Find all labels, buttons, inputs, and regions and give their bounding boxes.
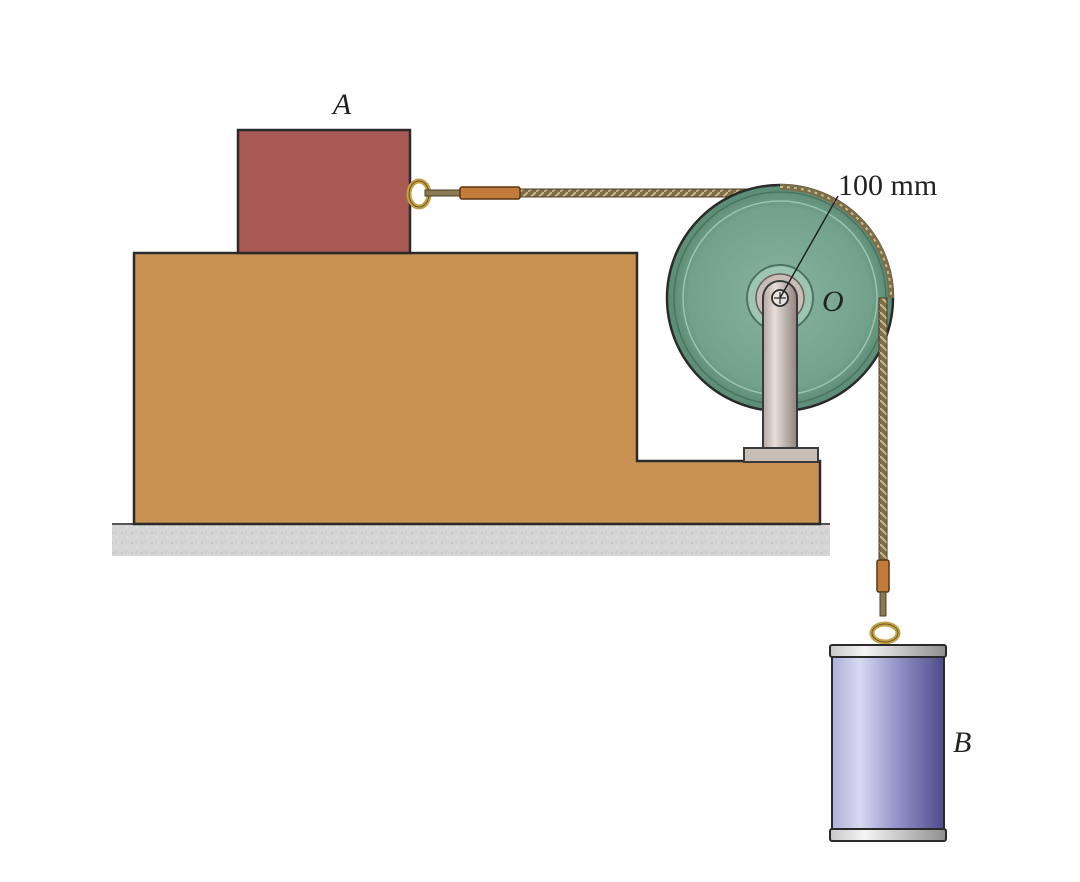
- cylinder-b: [829, 644, 947, 842]
- pedestal-post: [762, 280, 798, 449]
- base-block: [132, 251, 822, 526]
- cylinder-b-top-cap: [829, 644, 947, 658]
- label-o: O: [822, 285, 844, 318]
- label-b: B: [953, 726, 971, 759]
- radius-line: [779, 195, 839, 299]
- rope-fitting-horizontal: [459, 186, 521, 200]
- label-a: A: [331, 88, 352, 121]
- pedestal-base: [743, 447, 819, 463]
- label-radius: 100 mm: [838, 169, 937, 202]
- block-a: [236, 128, 412, 255]
- ground: [112, 523, 830, 556]
- rope-fitting-vertical: [876, 559, 890, 593]
- cylinder-b-bottom-cap: [829, 828, 947, 842]
- cylinder-b-eye-hook: [869, 621, 901, 645]
- rope-vertical: [876, 297, 890, 617]
